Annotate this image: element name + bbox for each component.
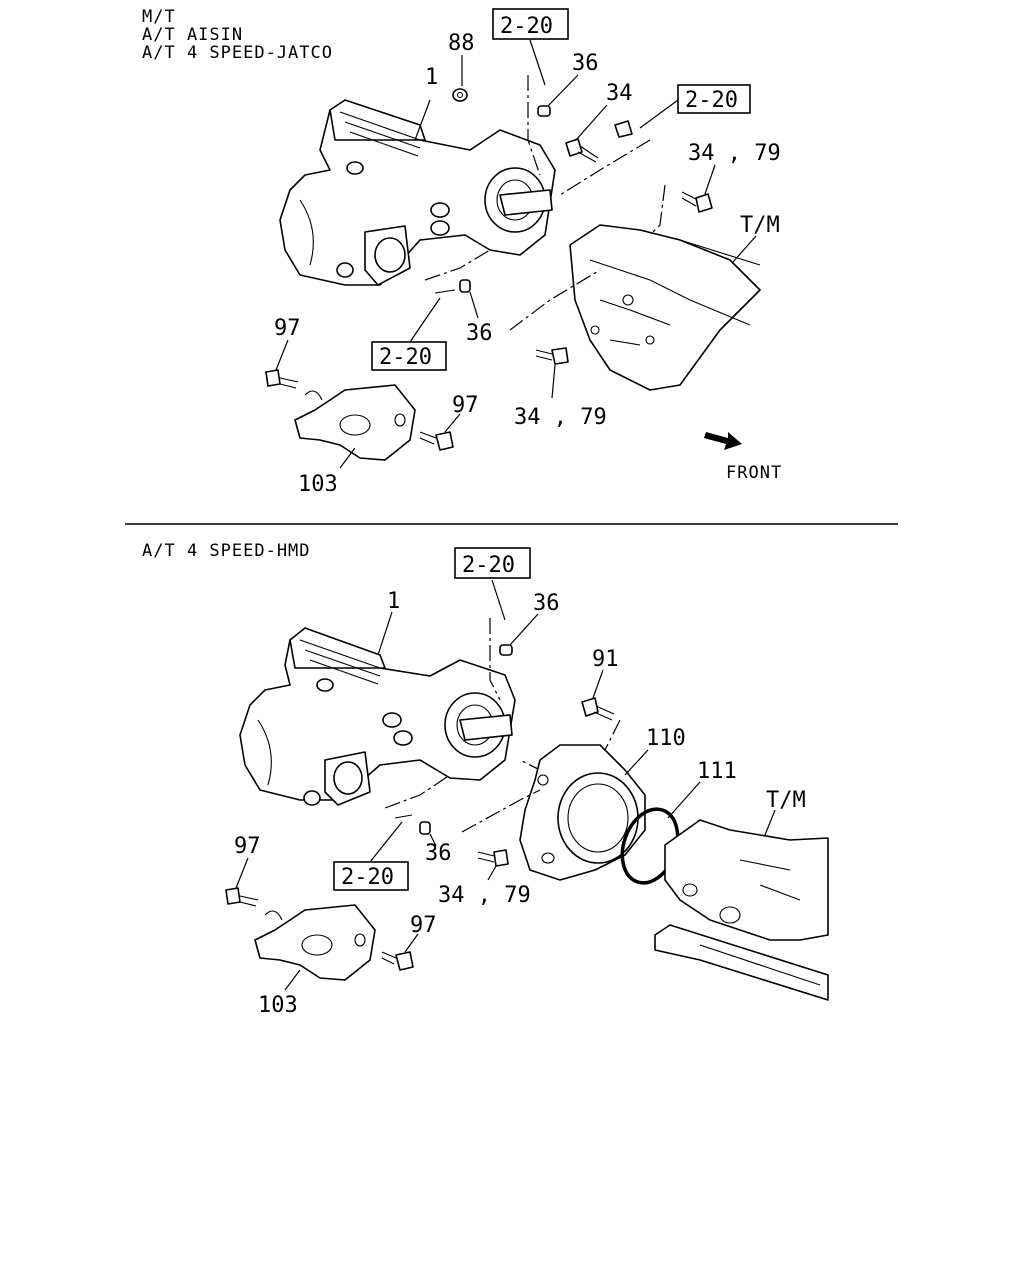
callout-1-bottom: 1 — [387, 589, 400, 614]
svg-text:2-20: 2-20 — [341, 865, 394, 890]
callout-36-lower: 36 — [466, 321, 493, 346]
header-hmd: A/T 4 SPEED-HMD — [142, 541, 311, 561]
ref-box-2-20-bottom-top: 2-20 — [454, 547, 531, 579]
dowel-36-upper-bottom — [499, 644, 513, 656]
adapter-110 — [519, 744, 646, 881]
callout-36-lower-bottom: 36 — [425, 841, 452, 866]
callout-97-right-bottom: 97 — [410, 913, 437, 938]
callout-97-left-bottom: 97 — [234, 834, 261, 859]
transfer-case-top — [279, 99, 556, 286]
callout-36-upper-bottom: 36 — [533, 591, 560, 616]
bolt-97-right-bottom — [381, 951, 414, 971]
label-tm-top: T/M — [740, 213, 780, 238]
ref-box-2-20-lower: 2-20 — [371, 341, 447, 371]
dowel-36-lower-bottom — [419, 821, 431, 835]
callout-36-upper: 36 — [572, 51, 599, 76]
bolt-34-79-bottom — [477, 849, 509, 867]
label-front: FRONT — [726, 463, 782, 483]
bracket-103-top — [294, 384, 416, 461]
callout-110: 110 — [646, 726, 686, 751]
ref-box-2-20-right: 2-20 — [677, 84, 751, 114]
svg-text:2-20: 2-20 — [462, 553, 515, 578]
dowel-36-lower — [459, 279, 471, 293]
callout-1-top: 1 — [425, 65, 438, 90]
callout-103-bottom: 103 — [258, 993, 298, 1018]
bolt-97-right-top — [419, 431, 454, 451]
header-at-aisin: A/T AISIN — [142, 25, 243, 45]
callout-111: 111 — [697, 759, 737, 784]
header-mt: M/T — [142, 7, 176, 27]
svg-text:2-20: 2-20 — [379, 345, 432, 370]
bolt-91 — [581, 697, 615, 721]
callout-97-left-top: 97 — [274, 316, 301, 341]
bracket-103-bottom — [254, 904, 376, 981]
bolt-34 — [565, 138, 599, 163]
callout-97-right-top: 97 — [452, 393, 479, 418]
transfer-case-bottom — [239, 627, 516, 806]
bolt-97-left-top — [265, 369, 299, 389]
svg-text:2-20: 2-20 — [500, 14, 553, 39]
callout-103-top: 103 — [298, 472, 338, 497]
svg-text:2-20: 2-20 — [685, 88, 738, 113]
callout-91: 91 — [592, 647, 619, 672]
bolt-34-79-lower — [535, 347, 569, 365]
callout-88: 88 — [448, 31, 475, 56]
bottom-section: A/T 4 SPEED-HMD 2-20 1 — [142, 541, 829, 1018]
transmission-bottom — [654, 819, 829, 1001]
label-tm-bottom: T/M — [766, 788, 806, 813]
front-arrow-icon — [704, 432, 742, 450]
transmission-top — [569, 224, 761, 391]
nut-88 — [452, 88, 468, 102]
callout-34: 34 — [606, 81, 633, 106]
bolt-97-left-bottom — [225, 887, 259, 907]
callout-34-79-lower: 34 , 79 — [514, 405, 607, 430]
callout-34-79-right: 34 , 79 — [688, 141, 781, 166]
ref-box-2-20-top: 2-20 — [492, 8, 569, 40]
dowel-36-upper — [537, 105, 551, 117]
ref-box-2-20-bottom-lower: 2-20 — [333, 861, 409, 891]
top-section: M/T A/T AISIN A/T 4 SPEED-JATCO — [142, 7, 782, 497]
bolt-34-79-right — [681, 191, 713, 213]
callout-34-79-bottom: 34 , 79 — [438, 883, 531, 908]
header-at-jatco: A/T 4 SPEED-JATCO — [142, 43, 333, 63]
